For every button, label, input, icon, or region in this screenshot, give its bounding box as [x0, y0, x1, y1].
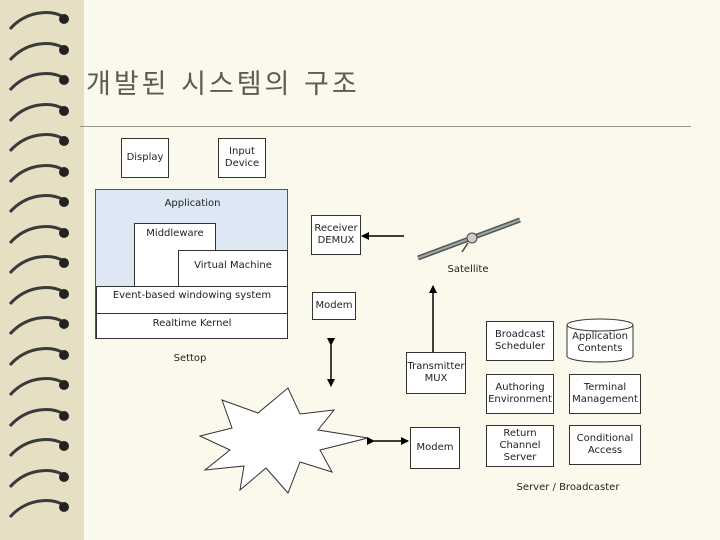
binding-ring	[8, 133, 69, 153]
modem-top-box: Modem	[312, 292, 356, 320]
display-box: Display	[121, 138, 169, 178]
terminal-management-box: Terminal Management	[569, 374, 641, 414]
binding-ring	[8, 163, 69, 183]
binding-ring	[8, 438, 69, 458]
binding-ring	[8, 377, 69, 397]
binding-ring	[8, 285, 69, 305]
event-window-box	[96, 286, 288, 314]
settop-container: Application Middleware Virtual Machine E…	[95, 189, 288, 339]
application-label: Application	[164, 198, 221, 209]
slide-title: 개발된 시스템의 구조	[86, 69, 360, 100]
satellite-label: Satellite	[447, 264, 489, 275]
return-channel-server-box: Return Channel Server	[486, 425, 554, 467]
modem-bottom-box: Modem	[410, 427, 460, 469]
binding-ring	[8, 224, 69, 244]
binding-ring	[8, 346, 69, 366]
binding-ring	[8, 499, 69, 519]
binding-ring	[8, 316, 69, 336]
binding-ring	[8, 468, 69, 488]
title-divider	[80, 126, 691, 127]
realtime-kernel-label: Realtime Kernel	[152, 318, 232, 329]
virtual-machine-label: Virtual Machine	[194, 260, 272, 271]
satellite-icon	[417, 217, 521, 261]
application-contents-label: Application Contents	[572, 331, 628, 354]
middleware-label: Middleware	[146, 228, 204, 239]
binding-ring	[8, 255, 69, 275]
bidirectional-network-burst	[198, 387, 369, 494]
binding-ring	[8, 11, 69, 31]
binding-ring	[8, 41, 69, 61]
broadcast-scheduler-box: Broadcast Scheduler	[486, 321, 554, 361]
transmitter-mux-box: Transmitter MUX	[406, 352, 466, 394]
settop-label: Settop	[173, 353, 207, 364]
realtime-kernel-box	[96, 313, 288, 339]
binding-ring	[8, 72, 69, 92]
server-broadcaster-label: Server / Broadcaster	[516, 482, 620, 493]
conditional-access-box: Conditional Access	[569, 425, 641, 465]
authoring-environment-box: Authoring Environment	[486, 374, 554, 414]
receiver-demux-box: Receiver DEMUX	[311, 215, 361, 255]
binding-ring	[8, 102, 69, 122]
input-device-box: Input Device	[218, 138, 266, 178]
binding-ring	[8, 407, 69, 427]
binding-ring	[8, 194, 69, 214]
application-contents-cylinder	[566, 318, 634, 363]
event-window-label: Event-based windowing system	[112, 290, 272, 301]
